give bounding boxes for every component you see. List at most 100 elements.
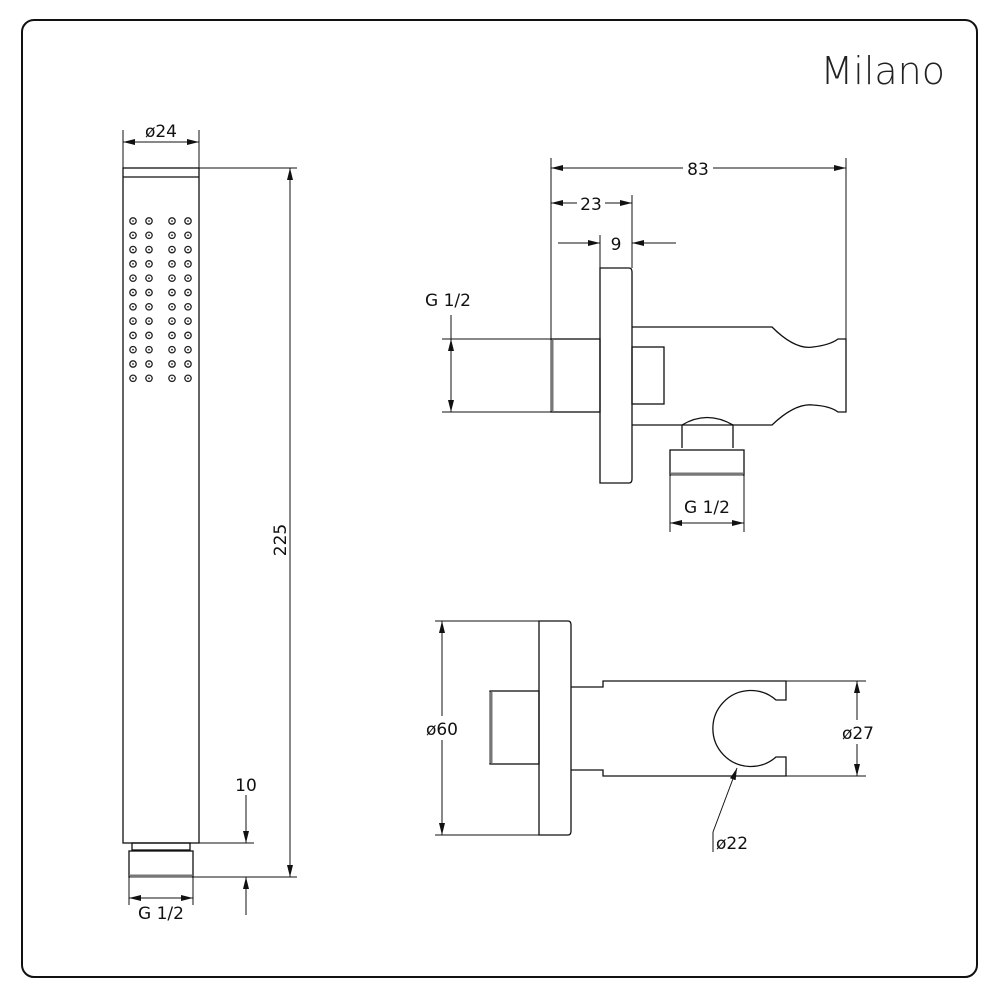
holder-side-view: 83 23 9 G 1/2 G 1/2: [425, 158, 847, 532]
nozzle-dot: [184, 231, 192, 240]
nozzle-dot: [145, 245, 153, 254]
nozzle-dot: [184, 317, 192, 325]
nozzle-center: [148, 234, 150, 237]
nozzle-dot: [168, 360, 176, 368]
nozzle-center: [132, 220, 134, 222]
nozzle-dot: [184, 288, 192, 297]
nozzle-center: [132, 363, 134, 365]
nozzle-dot: [145, 302, 153, 311]
nozzle-center: [148, 377, 150, 380]
nozzle-dot: [168, 217, 176, 225]
nozzle-dot: [184, 374, 192, 383]
nozzle-dot: [145, 360, 153, 368]
nozzle-center: [171, 234, 173, 237]
nozzle-center: [132, 277, 134, 280]
nozzle-center: [148, 305, 150, 308]
spray-nozzles: [129, 217, 192, 383]
nozzle-dot: [145, 231, 153, 240]
cradle-diameter-label: ø22: [716, 834, 748, 854]
nozzle-center: [171, 263, 173, 265]
nozzle-dot: [168, 288, 176, 297]
nozzle-center: [171, 277, 173, 280]
nozzle-center: [171, 291, 173, 294]
nozzle-dot: [129, 217, 137, 225]
brand-logo: Milano: [820, 49, 945, 93]
nozzle-dot: [145, 317, 153, 325]
nozzle-center: [171, 334, 173, 337]
nozzle-center: [187, 277, 189, 280]
nozzle-dot: [168, 231, 176, 240]
nozzle-center: [187, 348, 189, 351]
nozzle-center: [171, 248, 173, 251]
nozzle-center: [148, 291, 150, 294]
drawing-frame: [21, 19, 978, 978]
nozzle-center: [187, 291, 189, 294]
nozzle-center: [132, 320, 134, 322]
nozzle-dot: [168, 302, 176, 311]
holder-top-view: ø60 ø27 ø22: [420, 620, 881, 854]
inlet-thread-label: G 1/2: [425, 291, 471, 311]
handset-width-label: ø24: [145, 122, 177, 142]
nozzle-dot: [129, 345, 137, 354]
total-depth-label: 83: [687, 160, 709, 180]
nozzle-center: [148, 348, 150, 351]
nozzle-center: [148, 220, 150, 222]
nozzle-center: [132, 348, 134, 351]
nozzle-center: [132, 248, 134, 251]
nozzle-dot: [168, 317, 176, 325]
nozzle-center: [171, 305, 173, 308]
nozzle-dot: [145, 345, 153, 354]
nozzle-dot: [184, 302, 192, 311]
nozzle-dot: [184, 260, 192, 268]
handset-thread-label: G 1/2: [138, 904, 184, 924]
connector-length-label: 10: [235, 776, 257, 796]
nozzle-center: [132, 305, 134, 308]
nozzle-dot: [184, 345, 192, 354]
nozzle-dot: [184, 331, 192, 340]
nozzle-center: [171, 377, 173, 380]
nozzle-dot: [129, 360, 137, 368]
nozzle-center: [132, 291, 134, 294]
nozzle-dot: [129, 288, 137, 297]
nozzle-dot: [184, 245, 192, 254]
nozzle-dot: [145, 374, 153, 383]
nozzle-dot: [184, 217, 192, 225]
nozzle-dot: [168, 260, 176, 268]
handset-length-label: 225: [271, 524, 291, 556]
nozzle-center: [148, 363, 150, 365]
plate-diameter-label: ø60: [426, 720, 458, 740]
nozzle-center: [132, 334, 134, 337]
nozzle-center: [187, 363, 189, 365]
nozzle-dot: [168, 274, 176, 283]
nozzle-center: [148, 263, 150, 265]
nozzle-dot: [129, 231, 137, 240]
nozzle-center: [132, 377, 134, 380]
nozzle-dot: [129, 302, 137, 311]
nozzle-dot: [145, 260, 153, 268]
nozzle-center: [148, 334, 150, 337]
nozzle-dot: [129, 331, 137, 340]
nozzle-center: [171, 320, 173, 322]
base-depth-label: 23: [580, 195, 602, 215]
nozzle-dot: [145, 288, 153, 297]
nozzle-center: [187, 320, 189, 322]
nozzle-dot: [129, 374, 137, 383]
nozzle-center: [187, 305, 189, 308]
nozzle-dot: [184, 274, 192, 283]
nozzle-center: [187, 248, 189, 251]
nozzle-center: [187, 220, 189, 222]
nozzle-dot: [184, 360, 192, 368]
nozzle-center: [148, 320, 150, 322]
nozzle-center: [171, 348, 173, 351]
nozzle-center: [132, 263, 134, 265]
nozzle-dot: [168, 345, 176, 354]
nozzle-dot: [168, 331, 176, 340]
nozzle-dot: [145, 331, 153, 340]
nozzle-center: [132, 234, 134, 237]
arm-width-label: ø27: [842, 724, 874, 744]
nozzle-center: [187, 334, 189, 337]
nozzle-dot: [168, 245, 176, 254]
nozzle-center: [171, 220, 173, 222]
nozzle-dot: [145, 274, 153, 283]
